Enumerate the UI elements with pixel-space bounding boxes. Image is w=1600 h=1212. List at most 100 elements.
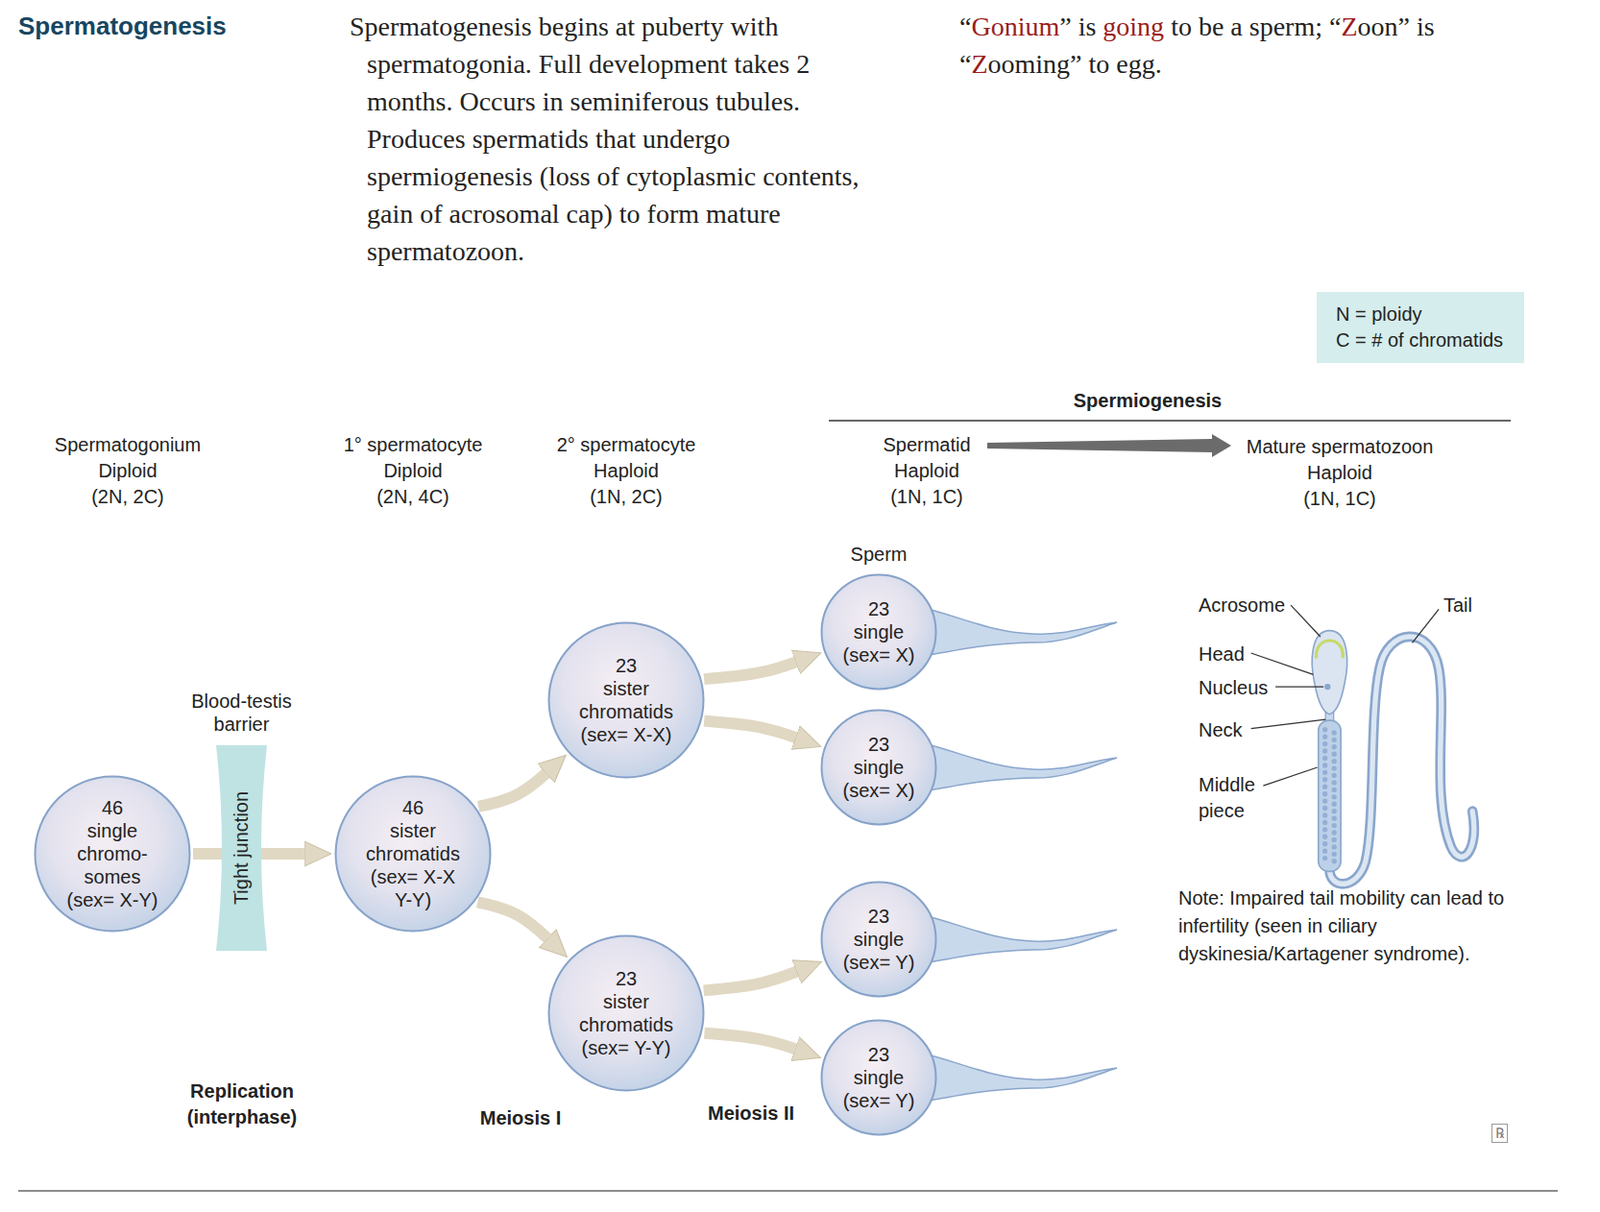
label-wrap: Middle piece [1198,772,1256,825]
cell-text: 23 single (sex= X) [842,597,915,667]
phase-heading: Spermiogenesis [1073,387,1223,414]
mnemonic-text: “Gonium” is going to be a sperm; “Zoon” … [959,7,1435,83]
cell-outline [822,710,937,825]
cell-outline [336,776,491,932]
part-label: Acrosome [1198,592,1285,619]
cell-outline [549,936,704,1091]
band-label: Tight junction [230,791,254,905]
spermatid-head: 23 single (sex= Y) [820,880,938,998]
middle-piece [1318,720,1341,872]
mitochondria [1322,729,1328,864]
note-text: Note: Impaired tail mobility can lead to… [1178,884,1504,969]
leader-line [1290,605,1321,637]
label-wrap: Spermiogenesis [1073,387,1223,414]
highlight-text: Z [1340,11,1358,42]
step-label: Meiosis II [707,1100,795,1127]
cell-outline [822,882,937,997]
stage-heading: 2° spermatocyte Haploid (1N, 2C) [557,432,697,510]
division-arrow [703,721,803,741]
step-label: Meiosis I [480,1105,561,1132]
label-wrap: Meiosis II [707,1100,795,1127]
part-label: Middle piece [1198,772,1256,825]
part-label: Nucleus [1198,675,1268,702]
label-wrap: Spermatid Haploid (1N, 1C) [882,432,970,510]
sperm-head [1311,630,1347,715]
sperm-tails [920,606,1117,1103]
cell-label: 46 single chromo- somes (sex= X-Y) [66,796,158,912]
sperm-tail [920,914,1117,965]
cell-text: 23 sister chromatids (sex= X-X) [579,654,674,747]
highlight-text: Z [970,48,988,79]
spermatid-head: 23 single (sex= X)Sperm [820,573,938,691]
stage-heading: Mature spermatozoon Haploid (1N, 1C) [1246,434,1434,512]
barrier-band: Tight junctionBlood-testis barrier [216,745,267,951]
leader-line [1412,608,1440,643]
maturation-arrow [987,434,1232,458]
label-wrap: Mature spermatozoon Haploid (1N, 1C) [1246,434,1434,512]
sperm-tail [920,742,1117,793]
heading-wrap: Blood-testis barrier [191,689,292,736]
label-wrap: Neck [1198,717,1243,744]
band-text: Tight junction [216,745,267,951]
label-wrap: Acrosome [1198,592,1285,619]
band-heading: Blood-testis barrier [191,689,292,736]
highlight-text: Gonium [970,11,1060,42]
tail-outline [1329,636,1474,885]
cell-text: 46 sister chromatids(sex= X-X Y-Y) [365,796,461,912]
leader-line [1275,685,1324,687]
division-arrow [703,1033,802,1052]
acrosome-cap [1316,640,1344,658]
spermiogenesis-rule [828,419,1511,422]
label-wrap: Note: Impaired tail mobility can lead to… [1178,884,1504,969]
part-label: Tail [1443,592,1473,619]
cell-label: 23 single (sex= X) [842,732,915,802]
key-text: N = ploidy [1335,301,1504,328]
cell-label: 23 sister chromatids (sex= Y-Y) [579,967,674,1060]
cell-outline [35,776,191,932]
sperm-tail [920,606,1117,657]
cell-label: 23 single (sex= Y) [843,1042,916,1113]
key-text: C = # of chromatids [1335,327,1504,354]
circle-shape [547,621,705,779]
stage-heading: 1° spermatocyte Diploid (2N, 4C) [343,432,484,510]
cell-text: 23 single (sex= Y) [843,1042,916,1113]
division-arrow [477,901,554,944]
circle-shape [547,934,705,1092]
label-wrap: Tail [1443,592,1473,619]
division-arrow [478,768,552,807]
division-arrow [703,969,804,992]
spermatid-head: 23 single (sex= Y) [820,1018,938,1137]
label-wrap: Head [1198,641,1245,668]
division-arrow [703,659,803,679]
part-label: Head [1198,641,1245,668]
description-text: Spermatogenesis begins at puberty with s… [349,7,859,270]
spermatid-head: 23 single (sex= X) [820,708,938,826]
label-wrap: Spermatogonium Diploid (2N, 2C) [54,432,201,510]
spermatogonium-cell: 46 single chromo- somes (sex= X-Y) [33,775,192,933]
stage-heading: Spermatid Haploid (1N, 1C) [882,432,970,510]
nucleus [1324,683,1331,690]
cell-outline [822,575,937,690]
leader-line [1262,767,1317,786]
label-wrap: Meiosis I [480,1105,561,1132]
bottom-rule [18,1189,1558,1192]
title-wrap: Spermatogenesis [18,11,227,42]
cell-label: 23 single (sex= Y) [843,904,916,974]
heading-wrap: Sperm [850,542,908,566]
leader-line [1251,719,1327,729]
label-wrap: 2° spermatocyte Haploid (1N, 2C) [557,432,697,510]
cell-label: 23 sister chromatids (sex= X-X) [579,654,674,747]
tail-core [1329,636,1474,885]
secondary-spermatocyte-cell: 23 sister chromatids (sex= Y-Y) [547,934,705,1092]
stage-heading: Spermatogonium Diploid (2N, 2C) [54,432,201,510]
cell-text: 23 sister chromatids (sex= Y-Y) [579,967,674,1060]
primary-spermatocyte-cell: 46 sister chromatids(sex= X-X Y-Y) [334,775,492,933]
cell-outline [549,623,704,778]
key-box: N = ploidyC = # of chromatids [1316,291,1525,364]
secondary-spermatocyte-cell: 23 sister chromatids (sex= X-X) [547,621,705,779]
cell-label: 46 sister chromatids [365,796,461,866]
cell-text: 23 single (sex= X) [842,732,915,802]
cell-outline [822,1020,937,1136]
cell-text: 23 single (sex= Y) [843,904,916,974]
leader-lines [1251,605,1440,786]
